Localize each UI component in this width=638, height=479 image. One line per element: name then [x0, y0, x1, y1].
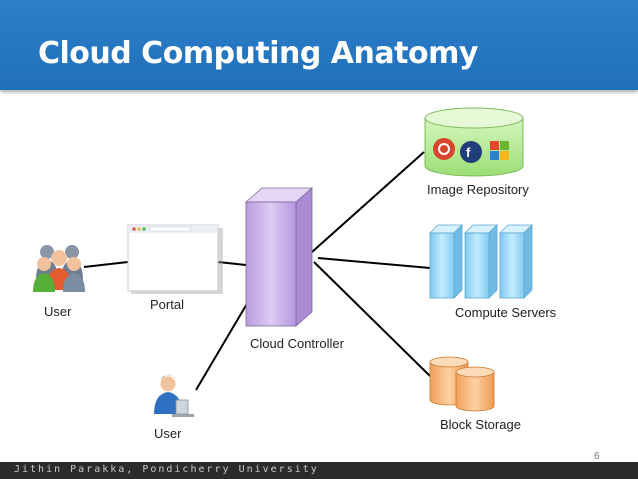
line-portal-controller: [217, 261, 247, 266]
user-bottom-label: User: [154, 426, 182, 441]
user-at-computer-icon: [154, 374, 194, 417]
page-number: 6: [594, 451, 600, 462]
line-user-controller: [195, 301, 249, 391]
footer-bar: Jithin Parakka, Pondicherry University: [0, 462, 638, 479]
storage-cylinders-icon: [429, 356, 495, 412]
cloud-controller-box: [244, 187, 314, 327]
user-group-icon: [33, 245, 85, 292]
compute-servers-label: Compute Servers: [455, 305, 557, 320]
block-storage-label: Block Storage: [440, 417, 521, 432]
line-user-portal: [83, 261, 129, 268]
server-rack-icon: [429, 224, 533, 299]
svg-text:f: f: [466, 145, 471, 160]
image-repository-label: Image Repository: [427, 182, 529, 197]
line-controller-storage: [313, 261, 431, 377]
slide-title: Cloud Computing Anatomy: [38, 36, 478, 71]
connector-lines: [83, 151, 431, 391]
line-controller-servers: [317, 257, 431, 269]
footer-credit: Jithin Parakka, Pondicherry University: [14, 464, 319, 475]
server-unit: [464, 224, 498, 299]
title-bar: Cloud Computing Anatomy: [0, 0, 638, 90]
cloud-controller-label: Cloud Controller: [250, 336, 344, 351]
portal-label: Portal: [150, 297, 184, 312]
line-controller-repository: [311, 151, 425, 253]
browser-window-icon: [127, 224, 223, 294]
server-unit: [499, 224, 533, 299]
os-images-database-icon: f: [424, 107, 524, 177]
server-unit: [429, 224, 463, 299]
user-top-label: User: [44, 304, 72, 319]
